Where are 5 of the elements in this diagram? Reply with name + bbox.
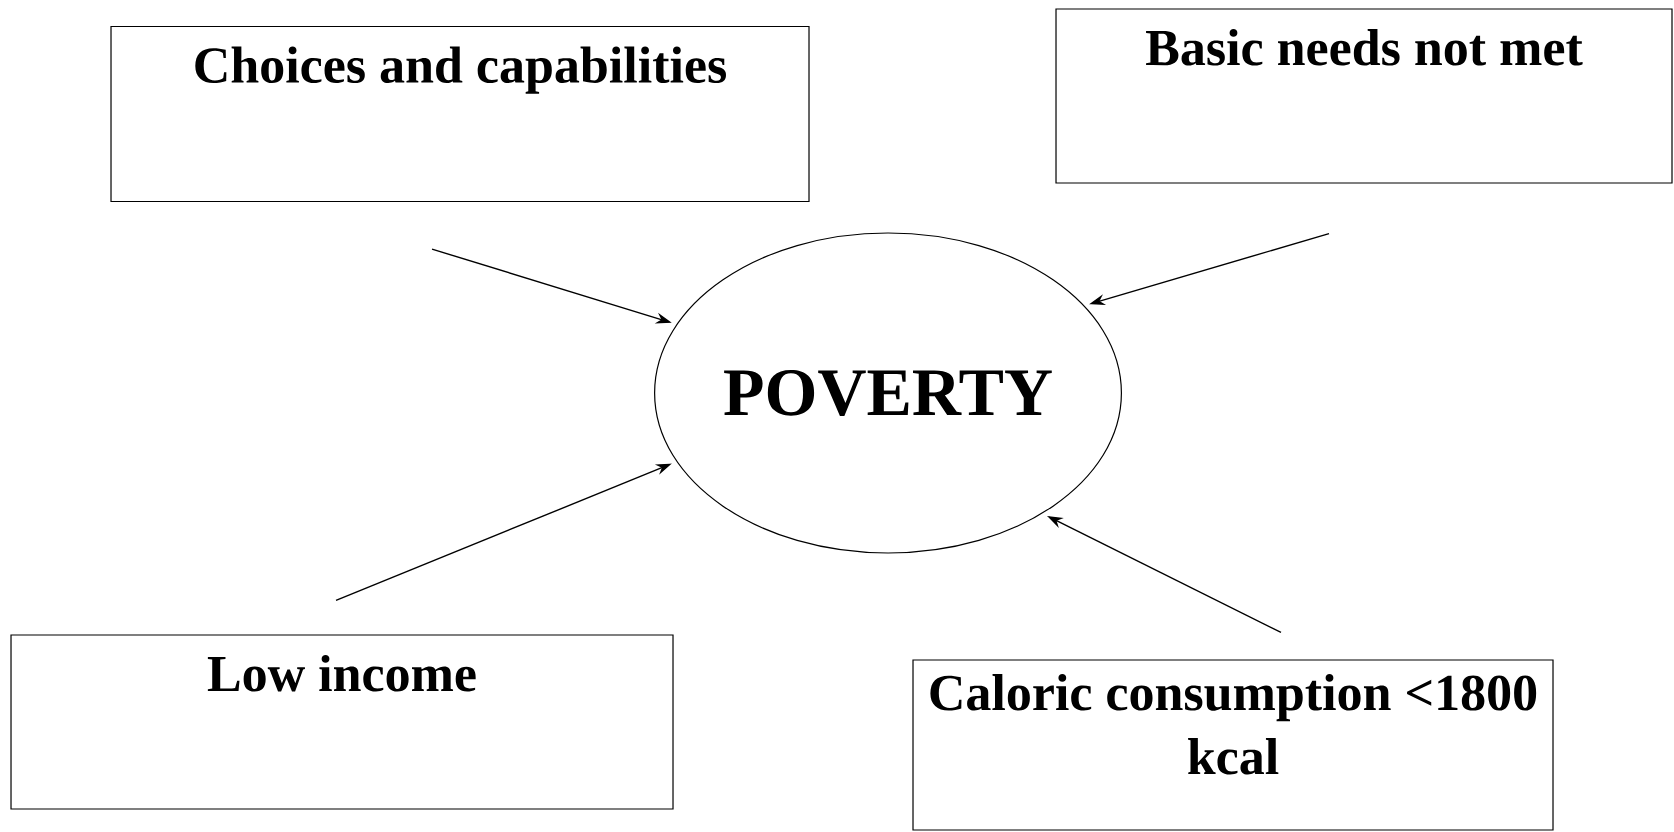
- text-box: Basic needs not met: [1055, 8, 1673, 184]
- oval: POVERTY: [654, 232, 1122, 554]
- text-box: Low income: [10, 634, 674, 810]
- text-box: Choices and capabilities: [110, 25, 810, 203]
- text-box: Caloric consumption <1800 kcal: [912, 659, 1554, 831]
